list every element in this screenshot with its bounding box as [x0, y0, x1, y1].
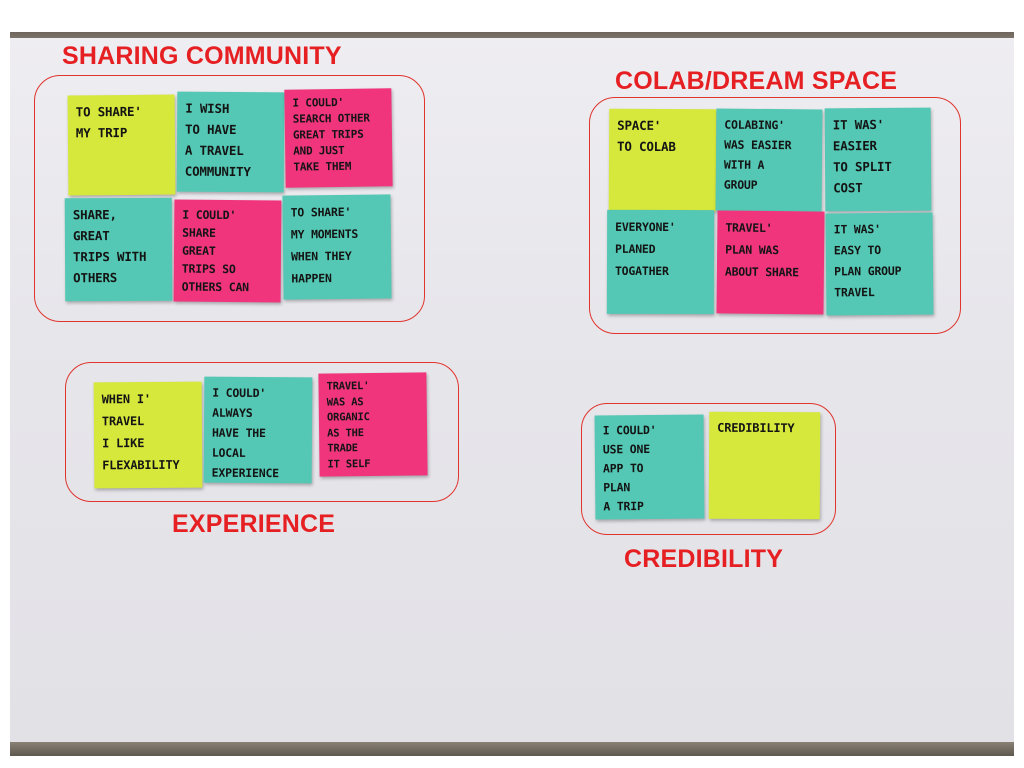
- group-outline-colab-dream-space: [589, 97, 961, 334]
- sticky-note-text: It was' easy to plan group travel: [833, 221, 902, 300]
- sticky-note-text: I could' share great trips so others can: [181, 207, 249, 295]
- sticky-note-text: When I' travel I like flexability: [101, 391, 180, 473]
- sticky-note: Colabing' was easier with a group: [715, 108, 823, 212]
- group-title-colab-dream-space: COLAB/DREAM SPACE: [615, 67, 898, 95]
- sticky-note-text: To share' my trip: [75, 103, 142, 141]
- sticky-note: Everyone' planed togather: [606, 209, 715, 315]
- sticky-note-text: I could' search other great trips and ju…: [292, 95, 370, 174]
- sticky-note-text: Space' to colab: [617, 117, 676, 155]
- group-title-experience: EXPERIENCE: [172, 510, 336, 538]
- sticky-note-text: To share' my moments when they happen: [290, 204, 359, 286]
- sticky-note-text: I could' always have the local experienc…: [211, 385, 279, 481]
- group-title-credibility: CREDIBILITY: [624, 545, 784, 573]
- sticky-note: Share, great trips with others: [64, 197, 173, 302]
- sticky-note-text: Colabing' was easier with a group: [723, 117, 792, 192]
- sticky-note: To share' my moments when they happen: [282, 194, 392, 300]
- group-outline-credibility: [581, 403, 836, 535]
- carpet-bottom-edge: [10, 742, 1014, 756]
- group-title-sharing-community: SHARING COMMUNITY: [62, 42, 342, 70]
- sticky-note: To share' my trip: [67, 94, 176, 196]
- group-outline-experience: [65, 362, 459, 502]
- sticky-note-text: Everyone' planed togather: [614, 219, 676, 279]
- sticky-note-text: Travel' plan was about share: [724, 220, 799, 280]
- sticky-note: I wish to have a travel community: [176, 91, 285, 193]
- sticky-note-text: Share, great trips with others: [72, 207, 147, 286]
- sticky-note-text: I wish to have a travel community: [184, 100, 251, 180]
- sticky-note: I could' share great trips so others can: [173, 199, 282, 303]
- sticky-note: It was' easier to split cost: [824, 107, 932, 212]
- sticky-note: I could' search other great trips and ju…: [284, 88, 393, 188]
- sticky-note: It was' easy to plan group travel: [825, 212, 934, 316]
- group-outline-sharing-community: [34, 75, 425, 322]
- sticky-note-text: Credibility: [717, 420, 795, 436]
- sticky-note: Travel' plan was about share: [716, 210, 825, 315]
- sticky-note-text: It was' easier to split cost: [832, 116, 892, 196]
- sticky-note: I could' always have the local experienc…: [203, 376, 313, 484]
- sticky-note: Credibility: [708, 411, 821, 520]
- sticky-note-text: Travel' was as organic as the trade it s…: [326, 380, 371, 471]
- sticky-note: Space' to colab: [608, 108, 717, 212]
- sticky-note: I could' use one app to plan a trip: [594, 414, 705, 520]
- sticky-note: When I' travel I like flexability: [93, 381, 203, 489]
- sticky-note: Travel' was as organic as the trade it s…: [318, 372, 428, 477]
- sticky-note-text: I could' use one app to plan a trip: [602, 422, 657, 514]
